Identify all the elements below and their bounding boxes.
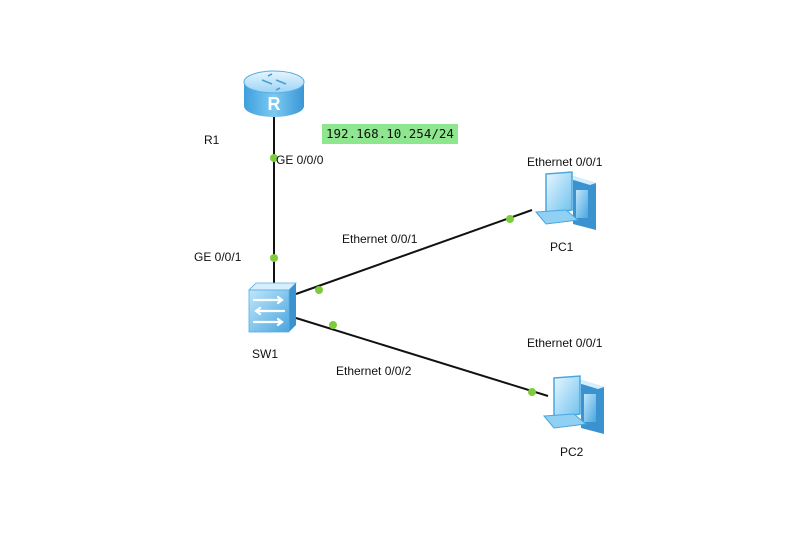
pc-icon[interactable] xyxy=(534,171,596,230)
router-label: R1 xyxy=(204,133,220,147)
port-label-sw1-ge001: GE 0/0/1 xyxy=(194,250,242,264)
router-icon[interactable]: R xyxy=(243,70,305,117)
switch-icon[interactable] xyxy=(248,282,297,333)
port-dot-sw1-eth001[interactable] xyxy=(315,286,323,294)
svg-text:R: R xyxy=(268,94,281,114)
pc1-label: PC1 xyxy=(550,240,574,254)
port-dot-sw1-eth002[interactable] xyxy=(329,321,337,329)
port-dot-pc1-eth001[interactable] xyxy=(506,215,514,223)
port-dot-pc2-eth001[interactable] xyxy=(528,388,536,396)
port-label-pc1-eth001: Ethernet 0/0/1 xyxy=(527,155,603,169)
port-label-pc2-eth001: Ethernet 0/0/1 xyxy=(527,336,603,350)
ip-address-annotation: 192.168.10.254/24 xyxy=(322,124,458,144)
port-label-sw1-eth002: Ethernet 0/0/2 xyxy=(336,364,412,378)
pc2-label: PC2 xyxy=(560,445,584,459)
port-label-r1-ge000: GE 0/0/0 xyxy=(276,153,324,167)
link-sw1-pc2 xyxy=(295,317,549,397)
port-label-sw1-eth001: Ethernet 0/0/1 xyxy=(342,232,418,246)
switch-label: SW1 xyxy=(252,347,279,361)
port-dot-r1-ge000[interactable] xyxy=(270,154,278,162)
port-dot-sw1-ge001[interactable] xyxy=(270,254,278,262)
pc-icon[interactable] xyxy=(542,375,604,434)
link-sw1-pc1 xyxy=(295,209,533,295)
